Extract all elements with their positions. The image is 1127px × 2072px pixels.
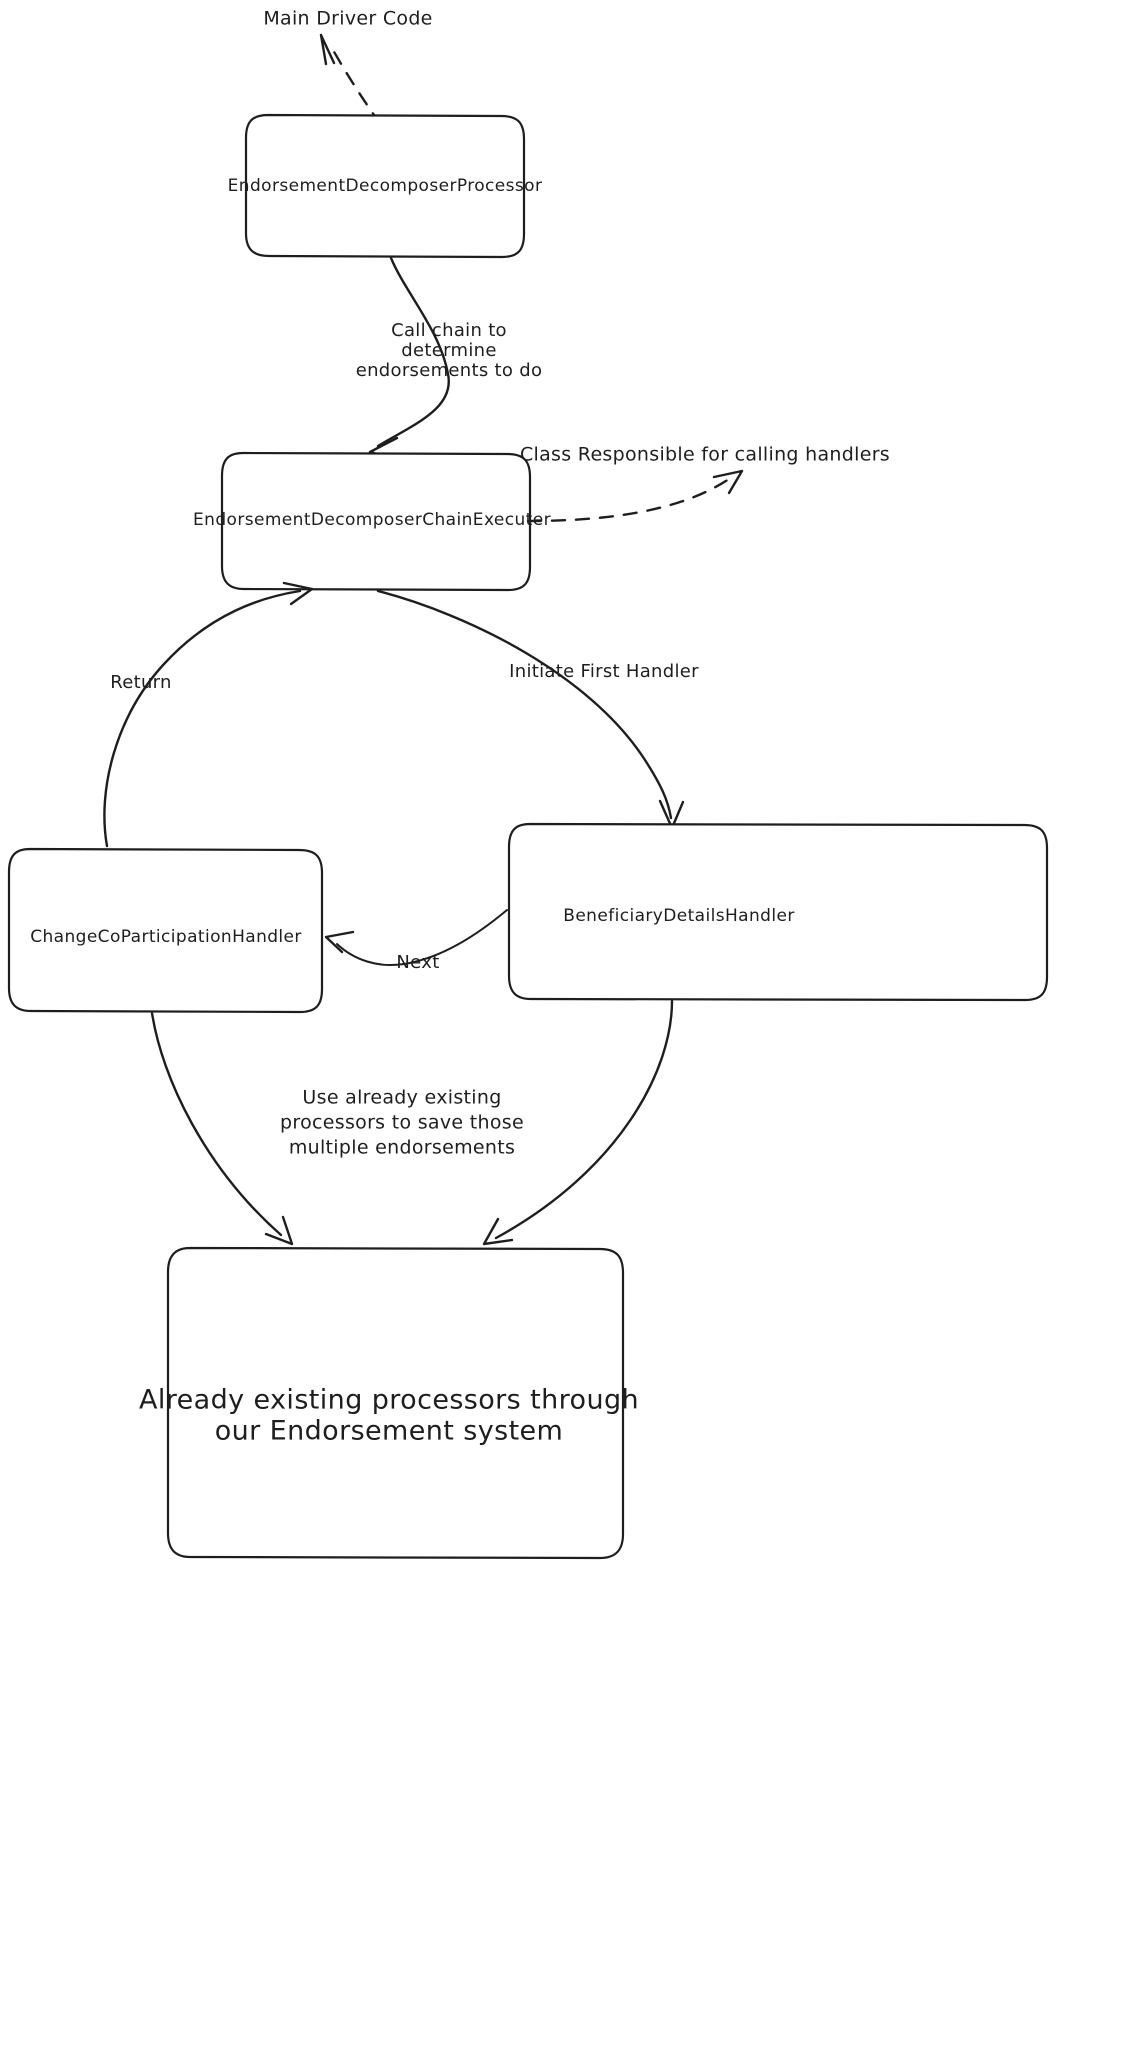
edge-return: [103, 581, 314, 848]
node-label-existing-processors-line2: our Endorsement system: [215, 1416, 564, 1447]
node-endorsement-decomposer-chain-executer[interactable]: EndorsementDecomposerChainExecuter: [193, 451, 551, 592]
node-existing-processors[interactable]: Already existing processors through our …: [139, 1246, 639, 1560]
edge-next: [324, 909, 508, 966]
node-label-chain-executer: EndorsementDecomposerChainExecuter: [193, 510, 551, 530]
node-label-change-co-participation-handler: ChangeCoParticipationHandler: [30, 927, 302, 947]
annotation-main-driver-code: Main Driver Code: [263, 8, 432, 30]
call-chain-line1: Call chain to: [391, 320, 507, 341]
use-existing-line3: multiple endorsements: [289, 1137, 515, 1159]
edge-label-initiate-first-handler: Initiate First Handler: [509, 661, 699, 682]
edge-label-call-chain: Call chain to determine endorsements to …: [356, 320, 543, 381]
edge-label-return: Return: [110, 672, 172, 693]
node-label-beneficiary-details-handler: BeneficiaryDetailsHandler: [563, 906, 794, 926]
note-use-existing-processors: Use already existing processors to save …: [280, 1087, 524, 1159]
edge-change-handler-to-processors: [150, 1011, 294, 1246]
node-endorsement-decomposer-processor[interactable]: EndorsementDecomposerProcessor: [228, 113, 543, 259]
annotation-class-responsible: Class Responsible for calling handlers: [520, 444, 890, 466]
node-label-processor: EndorsementDecomposerProcessor: [228, 176, 543, 196]
use-existing-line2: processors to save those: [280, 1112, 524, 1134]
edge-initiate-first-handler: [376, 589, 685, 830]
call-chain-line2: determine: [401, 340, 496, 361]
edge-label-next: Next: [396, 952, 439, 973]
node-change-co-participation-handler[interactable]: ChangeCoParticipationHandler: [7, 847, 324, 1014]
use-existing-line1: Use already existing: [302, 1087, 501, 1109]
dashed-connector-class-responsible: [526, 469, 744, 523]
call-chain-line3: endorsements to do: [356, 360, 543, 381]
node-beneficiary-details-handler[interactable]: BeneficiaryDetailsHandler: [507, 822, 1049, 1002]
edge-beneficiary-handler-to-processors: [482, 999, 674, 1246]
node-label-existing-processors-line1: Already existing processors through: [139, 1385, 639, 1416]
